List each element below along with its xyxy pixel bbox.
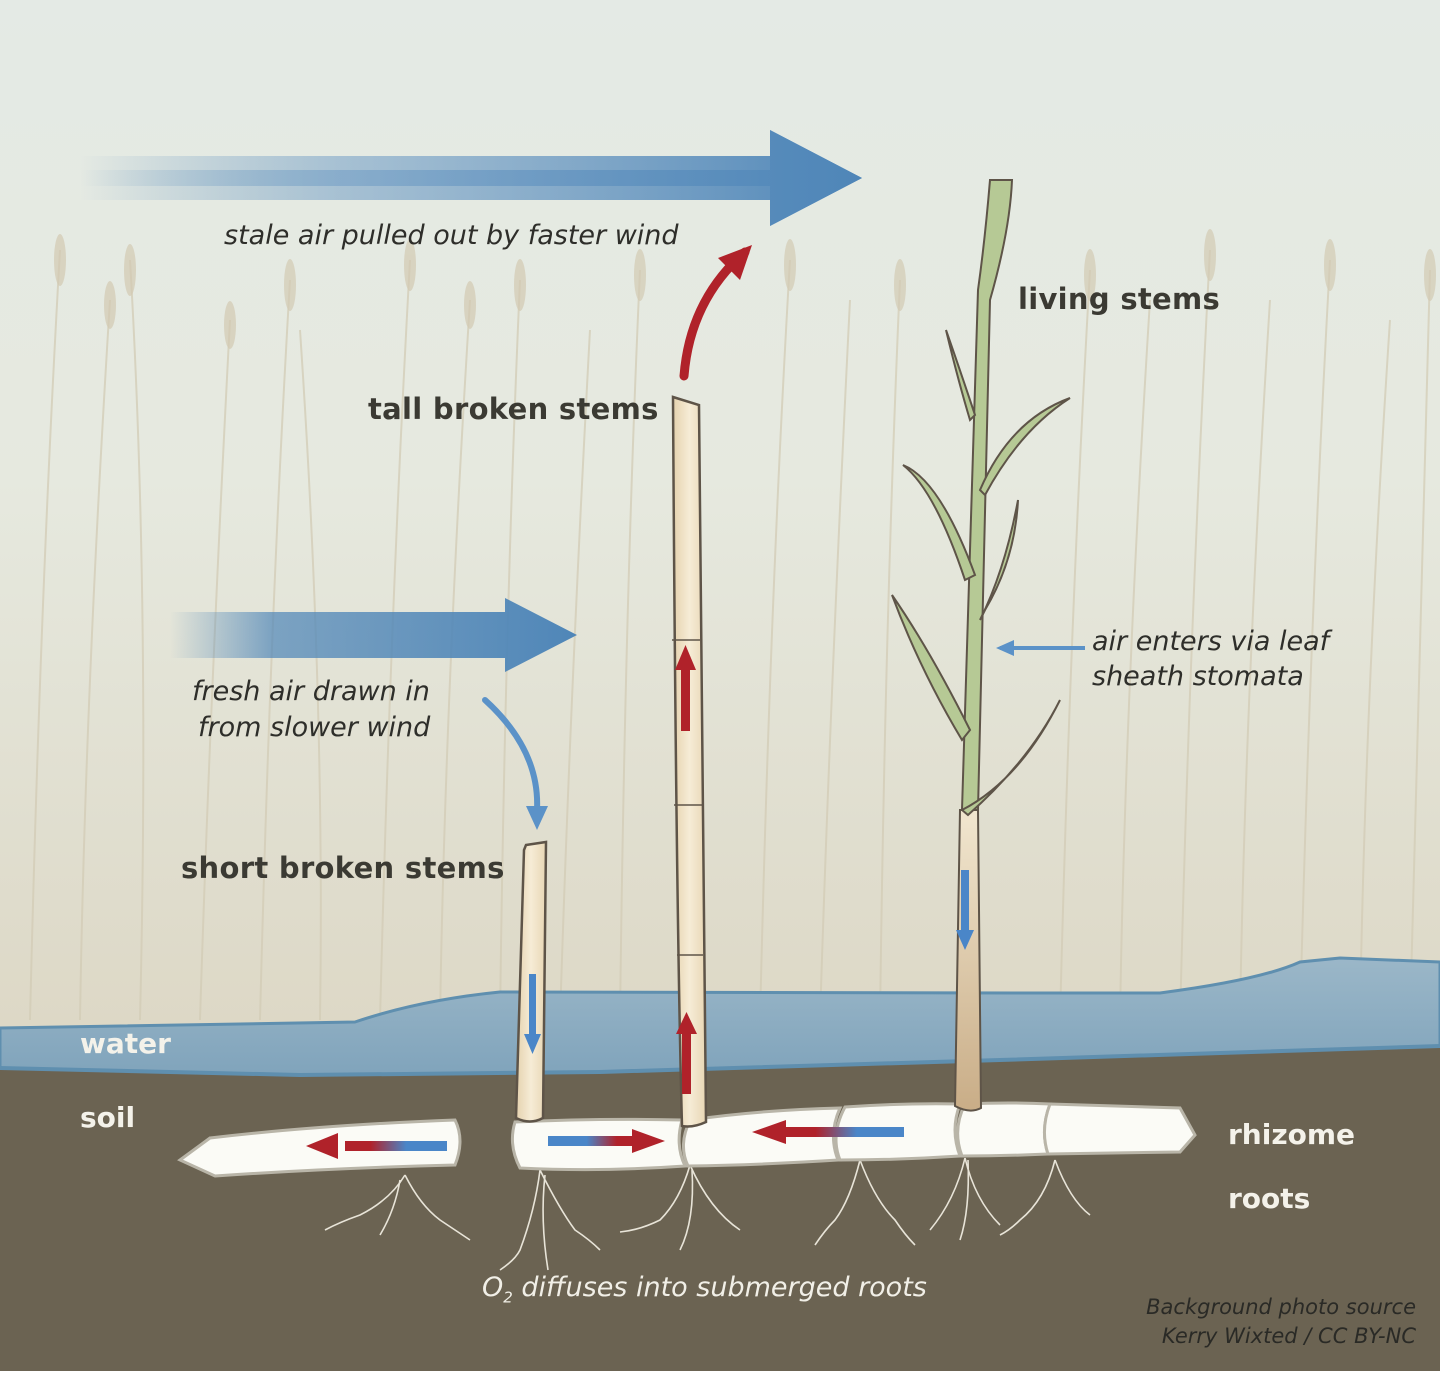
o2-symbol: O xyxy=(482,1272,504,1303)
fresh-air-label-line2: from slower wind xyxy=(198,712,431,743)
short-broken-stems-label: short broken stems xyxy=(181,851,505,885)
roots xyxy=(324,1157,1091,1271)
tall-broken-stems-label: tall broken stems xyxy=(368,392,659,426)
roots-label: roots xyxy=(1228,1182,1311,1215)
fast-wind-arrow-body xyxy=(80,130,862,226)
fresh-air-arrow xyxy=(482,697,548,830)
reed-plumes xyxy=(54,229,1436,349)
water-label: water xyxy=(80,1027,171,1060)
living-stems-label: living stems xyxy=(1018,282,1221,316)
rhizome-flow-arrows xyxy=(306,1120,904,1159)
rhizome-label: rhizome xyxy=(1228,1118,1356,1151)
tall-broken-stem xyxy=(671,395,708,1128)
soil-label: soil xyxy=(80,1101,136,1134)
reed-background xyxy=(29,249,1431,1021)
water-layer xyxy=(0,956,1440,1082)
slow-wind-arrow xyxy=(170,598,577,672)
photo-credit-line2: Kerry Wixted / CC BY-NC xyxy=(1161,1324,1416,1348)
o2-text: diffuses into submerged roots xyxy=(512,1272,927,1303)
photo-credit-line1: Background photo source xyxy=(1146,1295,1416,1319)
short-broken-stem xyxy=(514,840,548,1123)
stale-air-arrow xyxy=(679,245,752,381)
leaf-sheath-label-line1: air enters via leaf xyxy=(1092,626,1330,657)
fast-wind-label: stale air pulled out by faster wind xyxy=(224,220,679,251)
leaf-sheath-label-line2: sheath stomata xyxy=(1092,661,1304,692)
o2-subscript: 2 xyxy=(503,1288,513,1307)
photo-credit: Background photo source Kerry Wixted / C… xyxy=(1146,1293,1416,1351)
o2-diffusion-label: O2 diffuses into submerged roots xyxy=(482,1272,927,1306)
fresh-air-label-line1: fresh air drawn in xyxy=(192,676,430,707)
living-stem xyxy=(891,179,1085,1112)
